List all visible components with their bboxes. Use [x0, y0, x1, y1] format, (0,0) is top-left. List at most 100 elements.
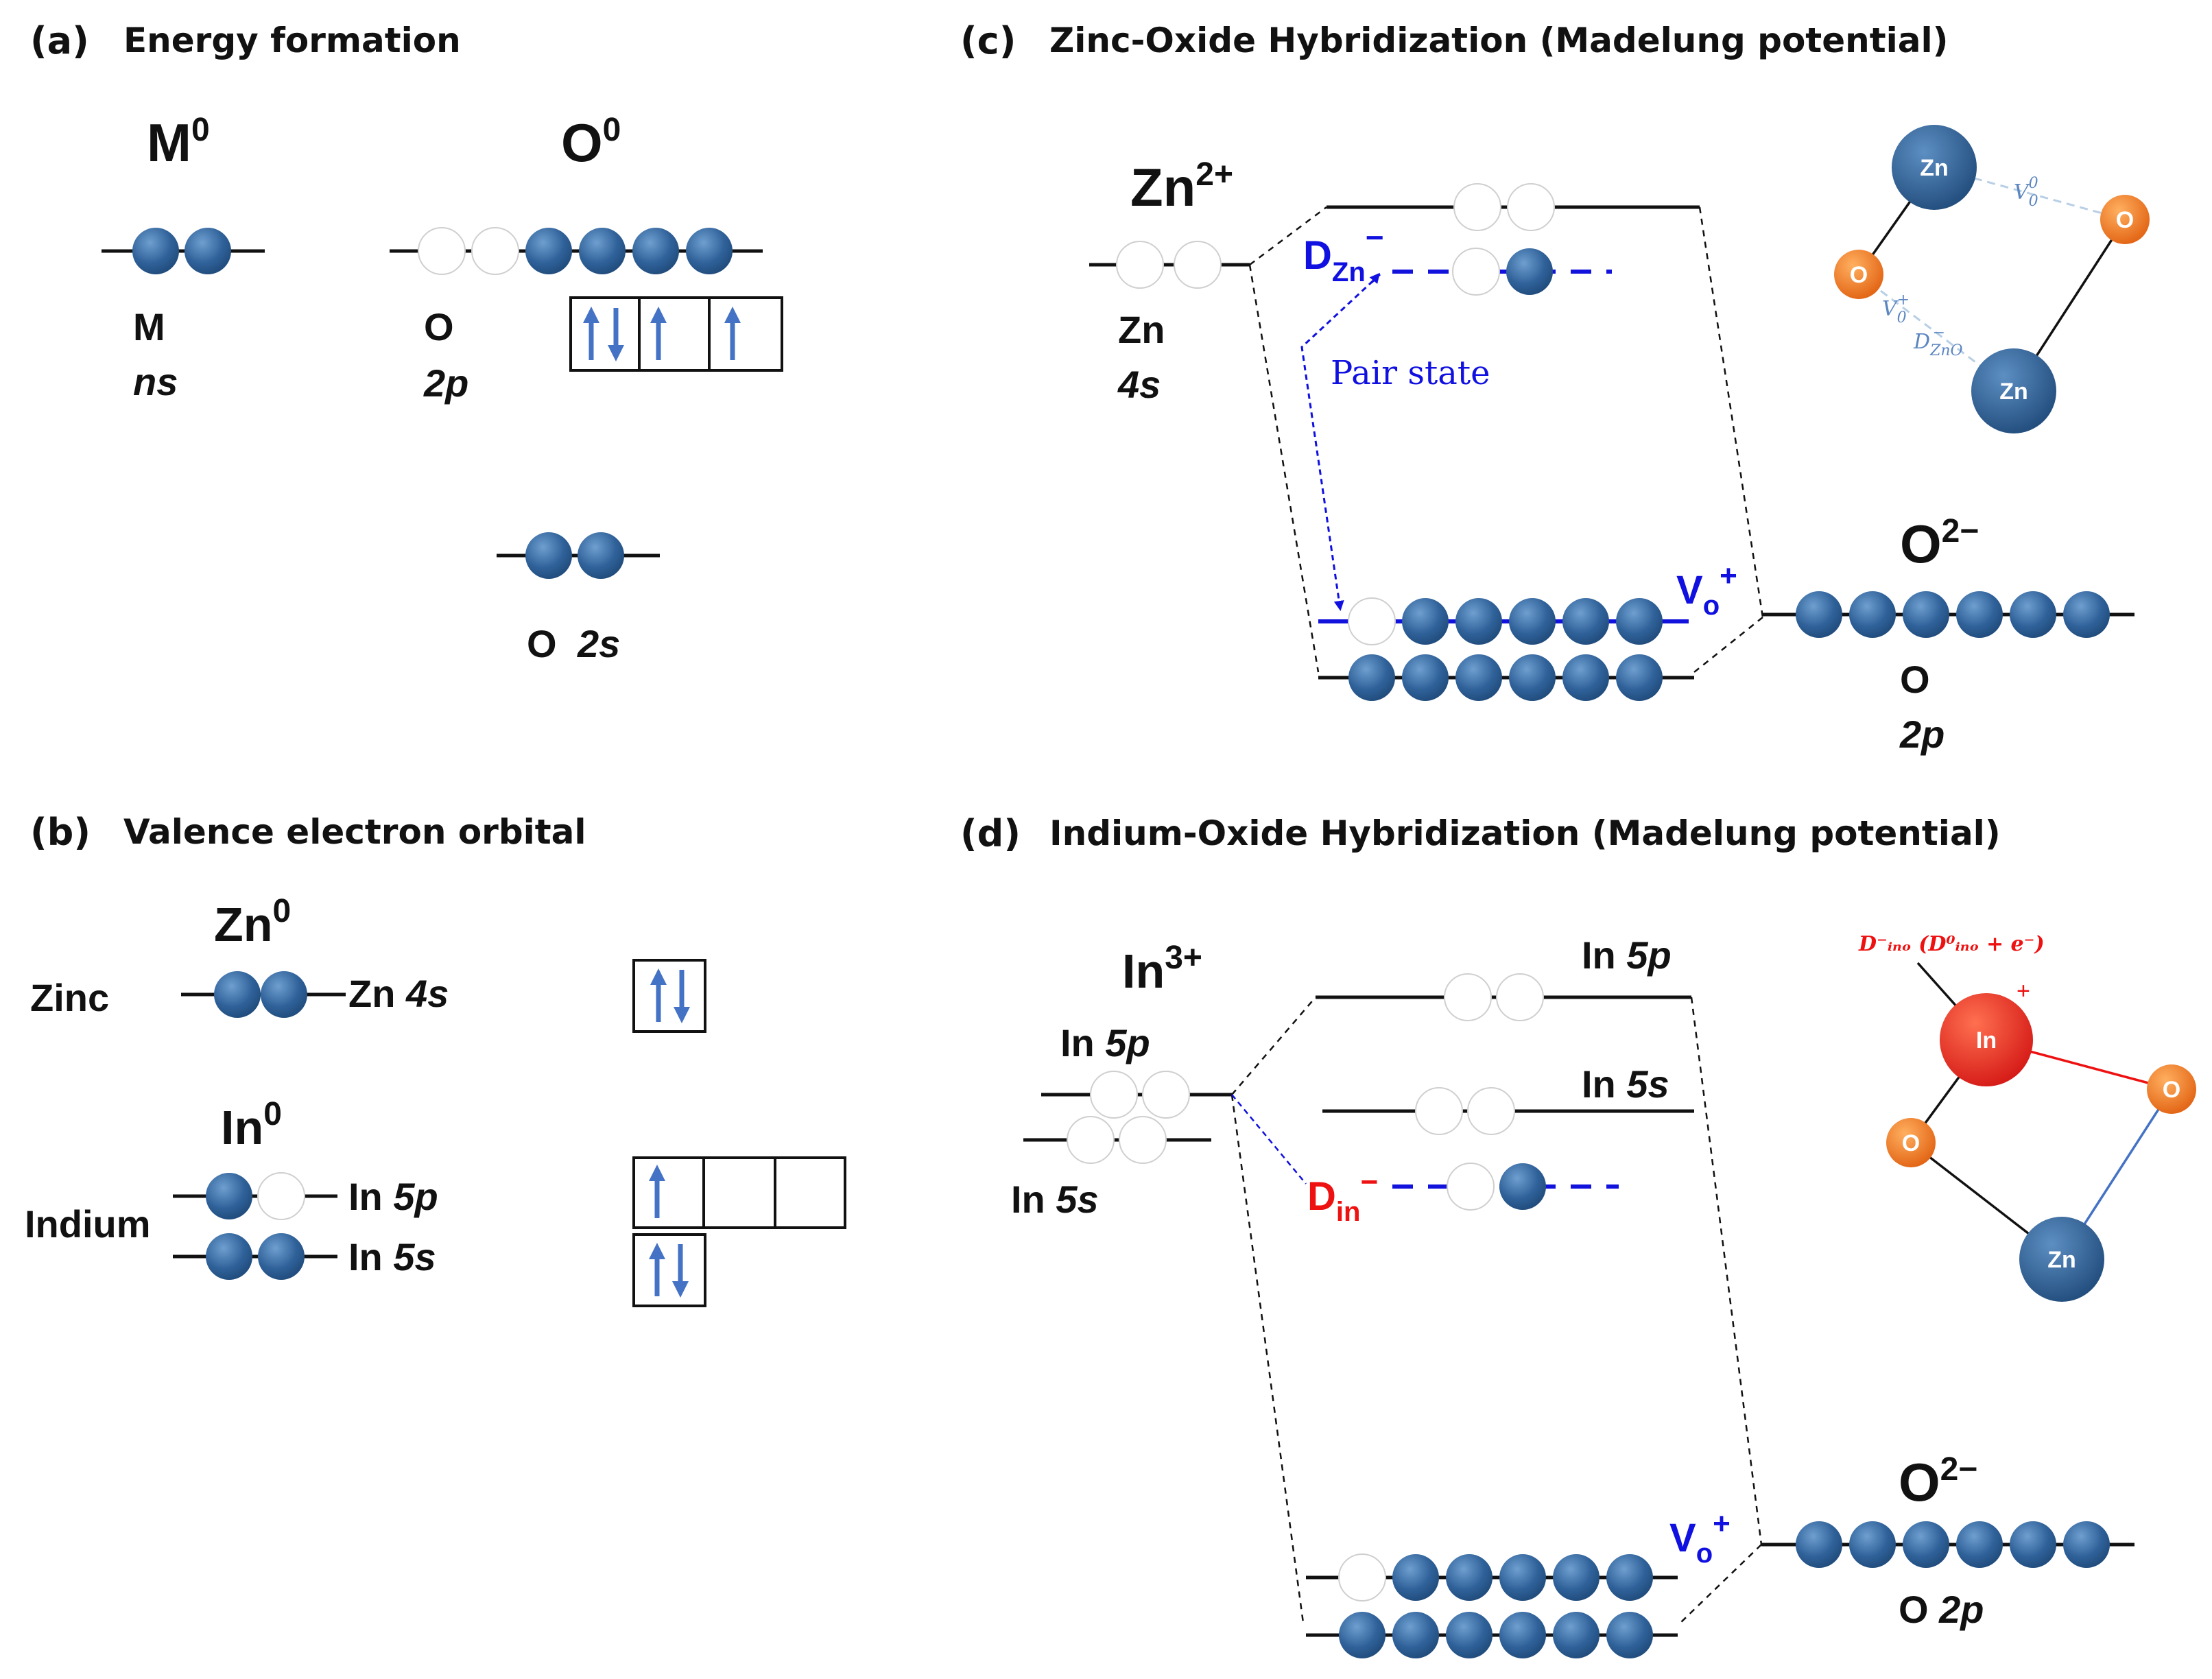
electron-icon [2010, 1521, 2056, 1568]
zn-atom-icon [1892, 125, 1977, 210]
electron-icon [2063, 591, 2110, 638]
in-5p-spin-box [632, 1156, 846, 1229]
electron-icon [1956, 1521, 2003, 1568]
o-2minus-label: O2− [1899, 1451, 1977, 1512]
v0-plus-label: V0+ [1882, 291, 1910, 326]
o-atom-label: O [1850, 262, 1868, 288]
ino-valence-lower [1339, 1612, 1653, 1658]
in-5p-cation-label: In 5p [1060, 1021, 1150, 1064]
zn-atom-icon [2019, 1217, 2104, 1302]
o-atom-label: O [2116, 207, 2134, 233]
m-ns-symbol: M [133, 305, 165, 348]
connector-line [1698, 206, 1764, 618]
connector-line [1680, 1544, 1762, 1623]
panel-a-title: Energy formation [123, 21, 461, 60]
d-zn-minus-label: DZn− [1303, 219, 1384, 287]
hole-icon [1174, 241, 1222, 289]
indium-label: Indium [25, 1202, 151, 1246]
electron-icon [1446, 1554, 1492, 1601]
electron-icon [525, 532, 572, 579]
electron-icon [1562, 598, 1609, 645]
in-5s-label: In 5s [348, 1235, 436, 1278]
in-plus-charge: + [2017, 978, 2030, 1004]
electron-icon [1796, 1521, 1842, 1568]
hole-icon [1348, 597, 1396, 645]
electron-icon [579, 228, 626, 274]
v-o-plus-label: Vo+ [1669, 1507, 1731, 1569]
panel-d-tag: (d) [960, 812, 1021, 855]
o-2s-orbital: 2s [577, 622, 620, 665]
ino-inset: In + O O Zn D⁻ᵢₙₒ (D⁰ᵢₙₒ + e⁻) [1858, 932, 2196, 1302]
connector-line [1249, 206, 1327, 265]
o-2s-symbol: O [527, 622, 557, 665]
hole-icon [1415, 1087, 1463, 1135]
zn-atom-label: Zn [1920, 155, 1949, 181]
ino-5s-label: In 5s [1582, 1062, 1669, 1106]
connector-line [1231, 1094, 1307, 1184]
zn-4s-electrons [214, 971, 307, 1018]
spin-up-arrow-icon [649, 1243, 665, 1296]
electron-icon [1402, 598, 1449, 645]
panel-c-tag: (c) [960, 19, 1016, 62]
electron-icon [1606, 1554, 1653, 1601]
o-atom-label: O [2163, 1077, 2180, 1103]
o-2p-symbol: O [424, 305, 454, 348]
electron-icon [206, 1173, 252, 1219]
electron-icon [525, 228, 572, 274]
in-3plus-label: In3+ [1122, 940, 1202, 998]
electron-icon [1606, 1612, 1653, 1658]
in-5p-label: In 5p [348, 1175, 438, 1218]
electron-icon [1506, 248, 1553, 295]
spin-up-arrow-icon [649, 1165, 665, 1218]
ino-defect-pair [1447, 1163, 1546, 1211]
spin-down-arrow-icon [672, 1244, 689, 1298]
zn-4s-cation-holes [1116, 241, 1222, 289]
spin-up-arrow-icon [724, 307, 741, 360]
ino-5p-label: In 5p [1582, 933, 1672, 977]
zn-2plus-label: Zn2+ [1130, 156, 1233, 217]
v-o-plus-label: Vo+ [1676, 559, 1737, 621]
o-zero-label: O0 [561, 112, 621, 173]
zno-valence-lower [1348, 654, 1663, 701]
zn-atom-label: Zn [1999, 379, 2028, 405]
electron-icon [1903, 591, 1949, 638]
hole-icon [1119, 1116, 1167, 1164]
v0-neutral-label: V00 [2014, 175, 2038, 210]
zn-atom-label: Zn [2047, 1247, 2076, 1273]
electron-icon [1339, 1612, 1386, 1658]
panel-b-title: Valence electron orbital [123, 812, 586, 852]
d-in-minus-label: Din− [1307, 1165, 1378, 1227]
electron-icon [1402, 654, 1449, 701]
o-2p-spin-box [569, 296, 783, 372]
electron-icon [1509, 654, 1556, 701]
o-atom-icon [1834, 250, 1883, 299]
electron-icon [1553, 1612, 1599, 1658]
in-zero-label: In0 [221, 1096, 282, 1154]
zno-valence-upper [1348, 597, 1663, 645]
o-2p-orbital: 2p [423, 361, 468, 405]
in-5s-cation-label: In 5s [1011, 1178, 1099, 1221]
o-atom-icon [1886, 1118, 1936, 1167]
electron-icon [258, 1233, 305, 1280]
m-ns-orbital: ns [133, 360, 178, 403]
hole-icon [1444, 973, 1492, 1021]
hole-icon [1142, 1071, 1190, 1119]
spin-up-arrow-icon [650, 968, 667, 1022]
o-2minus-label: O2− [1900, 513, 1979, 574]
panel-a-tag: (a) [30, 19, 89, 62]
electron-icon [1849, 591, 1896, 638]
zn-4s-cation-orbital: 4s [1117, 363, 1161, 406]
electron-icon [1903, 1521, 1949, 1568]
electron-icon [632, 228, 679, 274]
electron-icon [206, 1233, 252, 1280]
o-2p-anion-orbital: 2p [1899, 713, 1945, 756]
electron-icon [1499, 1554, 1546, 1601]
zno-defect-pair [1452, 248, 1553, 296]
spin-down-arrow-icon [674, 970, 690, 1023]
o-2p-anion-label: O 2p [1899, 1588, 1984, 1631]
o-2p-anion-electrons [1796, 591, 2110, 638]
connector-line [1248, 264, 1320, 673]
electron-icon [1509, 598, 1556, 645]
electron-icon [2063, 1521, 2110, 1568]
zno-conduction-holes [1453, 183, 1555, 231]
